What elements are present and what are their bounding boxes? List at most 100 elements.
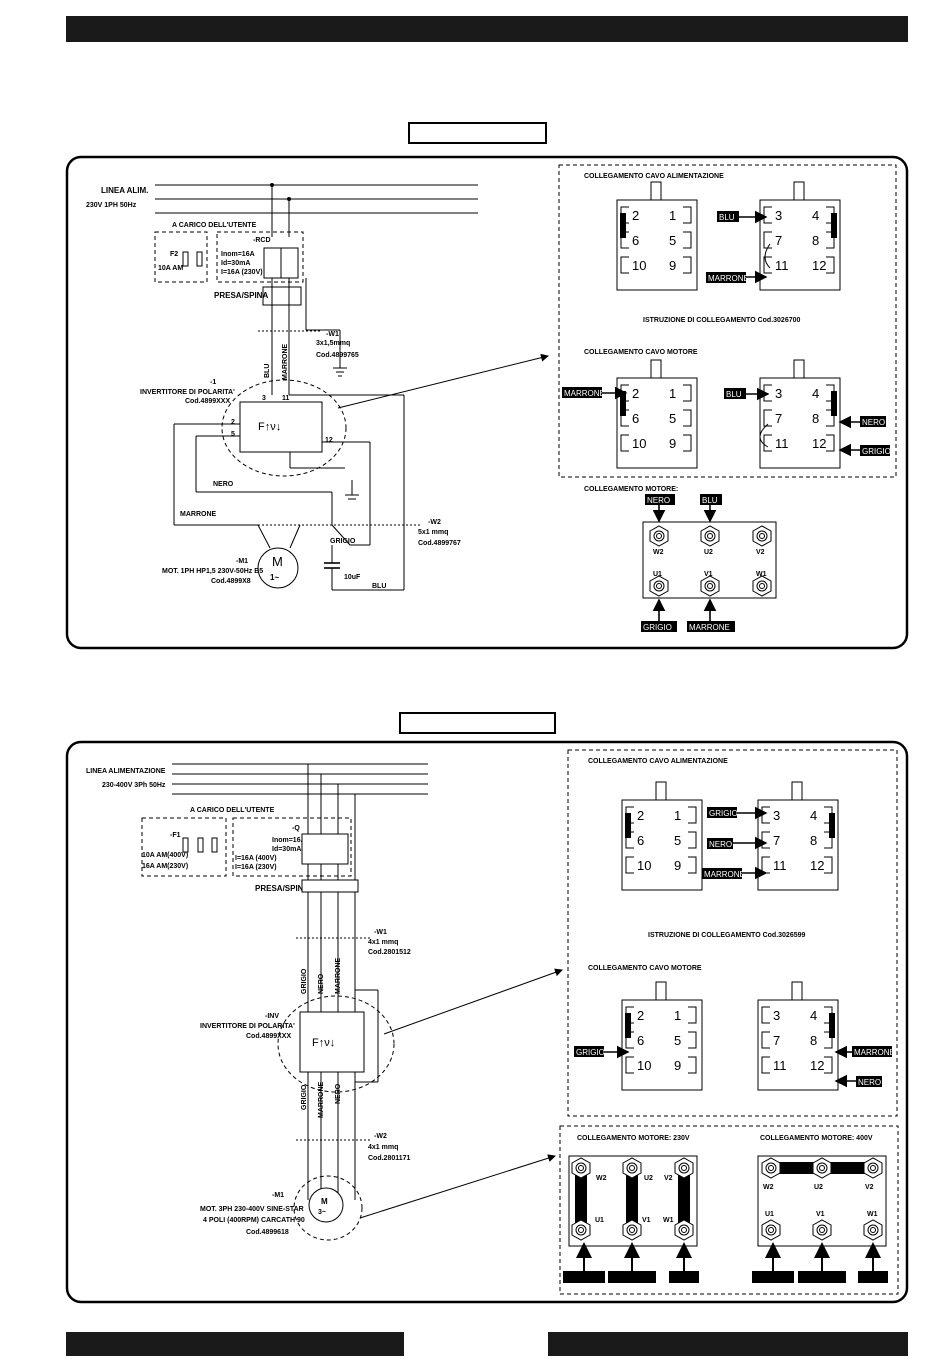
diagram2-supply xyxy=(172,763,428,1200)
d1-cable1-name: -W1 xyxy=(326,331,339,338)
terminal-bolt-icon xyxy=(622,1157,642,1179)
d1-wire-blu: BLU xyxy=(264,364,271,378)
d2-supply-label: LINEA ALIMENTAZIONE xyxy=(86,768,166,775)
d1-cap-ref: BLU xyxy=(372,583,386,590)
terminal-number: 3 xyxy=(773,808,780,823)
terminal-bolt-icon xyxy=(700,525,720,547)
d2-fuse-rating-2: 16A AM(230V) xyxy=(142,863,188,870)
motor-icon xyxy=(308,1187,344,1223)
d2-wire-bottom-3: NERO xyxy=(335,1083,342,1104)
terminal-number: 9 xyxy=(674,1058,681,1073)
svg-text:MARRONE: MARRONE xyxy=(854,1048,895,1057)
d1-tag-grigio-bottom: GRIGIO xyxy=(641,598,677,632)
d1-panel-motor-title: COLLEGAMENTO MOTORE: xyxy=(584,486,678,493)
terminal-number: 12 xyxy=(810,858,824,873)
terminal-number: 9 xyxy=(669,436,676,451)
d2-motor-highlight xyxy=(293,1175,363,1241)
svg-text:GRIGIO: GRIGIO xyxy=(862,447,891,456)
d1-switch-cod: Cod.4899XXX xyxy=(185,398,230,405)
svg-text:NERO: NERO xyxy=(672,1273,695,1282)
d1-motor-spec: MOT. 1PH HP1,5 230V-50Hz B5 xyxy=(162,568,263,575)
d1-wire-marrone: MARRONE xyxy=(282,344,289,380)
d2-breaker xyxy=(301,833,349,865)
terminal-number: 1 xyxy=(674,1008,681,1023)
motor-terminal-label: U1 xyxy=(653,571,662,578)
d1-panel-instruction: ISTRUZIONE DI COLLEGAMENTO Cod.3026700 xyxy=(643,317,801,324)
d1-breaker-box xyxy=(216,231,304,283)
d2-wire-bottom-2: MARRONE xyxy=(318,1082,325,1118)
d2-panel-supply-title: COLLEGAMENTO CAVO ALIMENTAZIONE xyxy=(588,758,728,765)
d2-breaker-spec-2: Id=30mA xyxy=(272,846,301,853)
d2-fuse-3 xyxy=(211,837,218,853)
d2-motor-panel xyxy=(559,1125,899,1295)
terminal-number: 11 xyxy=(773,1058,787,1073)
terminal-number: 12 xyxy=(812,258,826,273)
terminal-number: 8 xyxy=(812,411,819,426)
terminal-number: 7 xyxy=(775,233,782,248)
d2-tag-marrone-motor: MARRONE xyxy=(834,1045,895,1059)
d2-wire-bottom-1: GRIGIO xyxy=(301,1084,308,1110)
svg-text:MARRONE: MARRONE xyxy=(689,623,730,632)
svg-text:GRIGIO: GRIGIO xyxy=(755,1273,784,1282)
d1-term-11: 11 xyxy=(282,395,290,402)
d1-fuse-name: F2 xyxy=(170,251,178,258)
terminal-bolt-icon xyxy=(674,1157,694,1179)
jumper-bar xyxy=(829,1013,835,1038)
d1-switch-code: -1 xyxy=(210,379,216,386)
d1-plug xyxy=(262,286,302,306)
terminal-bolt-icon xyxy=(571,1157,591,1179)
d1-switch-name: INVERTITORE DI POLARITA' xyxy=(140,389,235,396)
terminal-number: 11 xyxy=(775,436,789,451)
terminal-bolt-icon xyxy=(761,1157,781,1179)
d1-motor-phase: 1~ xyxy=(270,573,279,582)
d2-switch-box xyxy=(299,1011,365,1073)
motor-terminal-label: U2 xyxy=(644,1175,653,1182)
svg-text:MARRONE: MARRONE xyxy=(708,274,749,283)
d1-jumper-motor xyxy=(759,423,769,448)
terminal-bolt-icon xyxy=(622,1219,642,1241)
terminal-number: 2 xyxy=(637,1008,644,1023)
terminal-number: 11 xyxy=(773,858,787,873)
d1-cable2-name: -W2 xyxy=(428,519,441,526)
d1-tag-blu-motor: BLU xyxy=(724,387,770,401)
terminal-number: 10 xyxy=(632,436,646,451)
d2-motor-letter: M xyxy=(321,1197,328,1206)
d2-cable1-spec: 4x1 mmq xyxy=(368,939,398,946)
svg-text:MARRONE: MARRONE xyxy=(704,870,745,879)
terminal-number: 5 xyxy=(669,411,676,426)
terminal-number: 3 xyxy=(775,386,782,401)
terminal-number: 12 xyxy=(810,1058,824,1073)
motor-terminal-label: U1 xyxy=(595,1217,604,1224)
terminal-bolt-icon xyxy=(863,1219,883,1241)
terminal-number: 9 xyxy=(674,858,681,873)
terminal-number: 10 xyxy=(632,258,646,273)
terminal-number: 8 xyxy=(810,833,817,848)
motor-terminal-label: V1 xyxy=(816,1211,825,1218)
motor-terminal-label: W2 xyxy=(763,1184,774,1191)
jumper-bar xyxy=(831,213,837,238)
d2-tag-230-grigio: GRIGIO xyxy=(563,1242,605,1283)
terminal-bolt-icon xyxy=(649,525,669,547)
d1-cable1-spec: 3x1,5mmq xyxy=(316,340,350,347)
svg-text:GRIGIO: GRIGIO xyxy=(566,1273,595,1282)
d2-cable1-name: -W1 xyxy=(374,929,387,936)
terminal-number: 7 xyxy=(773,1033,780,1048)
capacitor-icon xyxy=(324,562,340,569)
d2-cable2-spec: 4x1 mmq xyxy=(368,1144,398,1151)
motor-terminal-label: W2 xyxy=(596,1175,607,1182)
terminal-bolt-icon xyxy=(752,525,772,547)
d1-tag-blu-supply: BLU xyxy=(717,210,768,224)
motor-terminal-label: U2 xyxy=(704,549,713,556)
d2-motor-phase: 3~ xyxy=(318,1209,326,1216)
d2-wire-top-2: NERO xyxy=(318,973,325,994)
d2-motor400-title: COLLEGAMENTO MOTORE: 400V xyxy=(760,1135,873,1142)
d2-motor-spec2: 4 POLI (400RPM) CARCATH 90 xyxy=(203,1217,305,1224)
terminal-number: 6 xyxy=(632,233,639,248)
motor-terminal-label: V1 xyxy=(642,1217,651,1224)
switch-symbol-icon: F↑ν↓ xyxy=(312,1037,335,1049)
d1-tag-marrone-motor: MARRONE xyxy=(562,386,628,400)
svg-text:GRIGIO: GRIGIO xyxy=(709,809,738,818)
